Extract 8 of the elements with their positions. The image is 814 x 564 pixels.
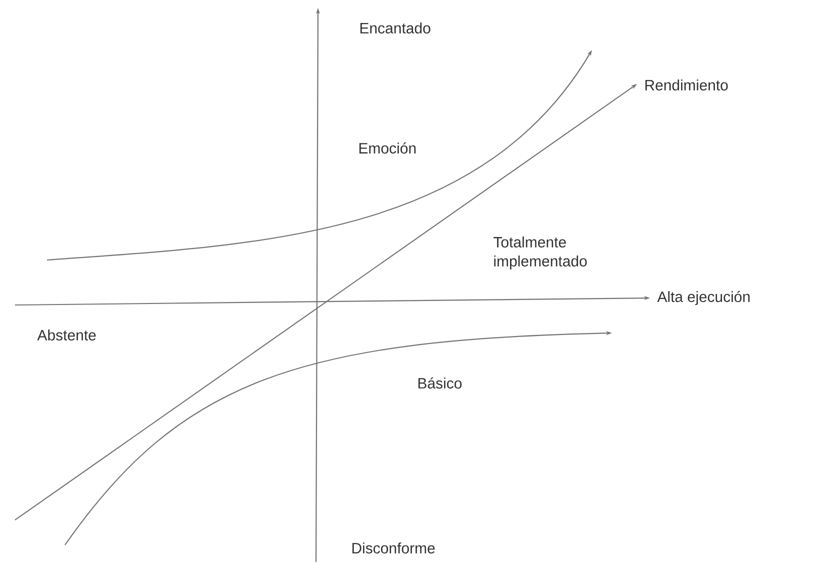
axis-label: Básico: [418, 377, 462, 389]
axis-label: Disconforme: [352, 542, 435, 554]
axis-label: Totalmente implementado: [494, 236, 587, 270]
axis-label: Abstente: [37, 329, 96, 340]
axis-label: Rendimiento: [645, 79, 728, 90]
axis-label: Encantado: [360, 22, 430, 34]
axis-label: Emoción: [359, 142, 416, 154]
axis-label: Alta ejecución: [657, 290, 750, 306]
